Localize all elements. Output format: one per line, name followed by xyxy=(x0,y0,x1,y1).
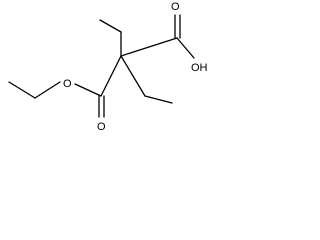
bond-ch2-ch3 xyxy=(8,81,36,99)
bond-acid-c-oh xyxy=(176,37,195,59)
atom-label-top-carbonyl-o: O xyxy=(171,1,180,13)
bond-c-to-ester-carbon xyxy=(100,55,122,97)
atom-label-hydroxyl: OH xyxy=(191,62,208,74)
atom-label-ester-o: O xyxy=(63,78,72,90)
atom-label-bottom-carbonyl-o: O xyxy=(97,121,106,133)
bond-ethyl-bottom-ch3 xyxy=(144,95,173,104)
bond-ester-c-o xyxy=(74,83,102,97)
bond-ethyl-top-ch3 xyxy=(99,19,122,33)
bond-c-to-acid-carbon xyxy=(120,37,178,57)
bond-ethyl-bottom-ch2 xyxy=(120,55,146,97)
bond-o-ch2 xyxy=(34,81,61,99)
chemical-structure: O OH O O xyxy=(8,1,208,133)
